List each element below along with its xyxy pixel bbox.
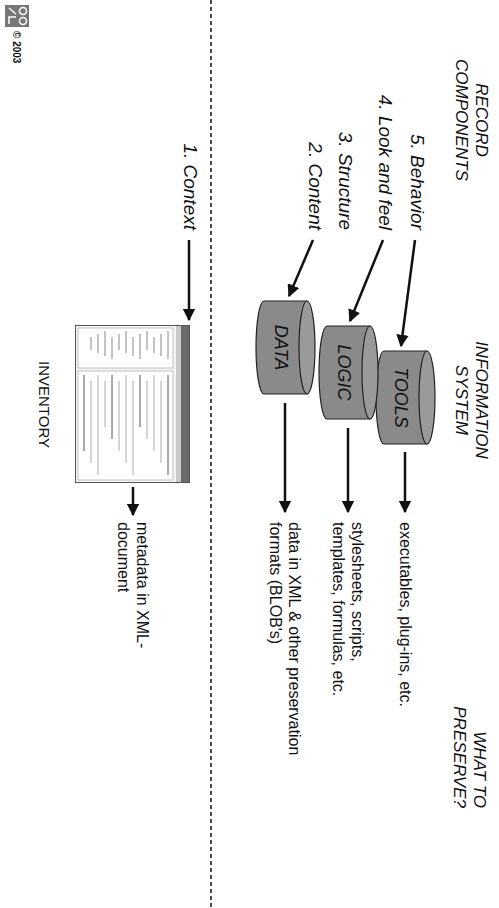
screenshot-line xyxy=(105,381,106,427)
divider-line xyxy=(210,0,212,908)
screenshot-line xyxy=(147,331,148,350)
cylinder-top xyxy=(362,326,378,419)
storage-cylinder: DATA xyxy=(255,300,315,395)
screenshot-line xyxy=(168,331,169,359)
preserve-note: metadata in XML-document xyxy=(114,522,152,652)
screenshot-line xyxy=(140,334,141,359)
preserve-note: data in XML & other preservation formats… xyxy=(266,522,304,762)
node-label: TOOLS xyxy=(390,350,435,445)
component-label: 4. Look and feel xyxy=(373,30,396,230)
screenshot-line xyxy=(140,375,141,427)
screenshot-panel xyxy=(78,371,173,480)
screenshot-line xyxy=(168,375,169,475)
screenshot-picture xyxy=(75,325,190,483)
screenshot-line xyxy=(154,337,155,353)
preserve-note: stylesheets, scripts, templates, formula… xyxy=(329,522,367,737)
screenshot-line xyxy=(126,331,127,353)
screenshot-line xyxy=(133,337,134,356)
component-label: 5. Behavior xyxy=(405,30,428,230)
component-label: 1. Context xyxy=(178,30,201,230)
logo-mark xyxy=(20,18,27,25)
column-heading: RECORD COMPONENTS xyxy=(450,50,491,190)
cylinder-top xyxy=(419,351,435,444)
cylinder-top xyxy=(299,301,315,394)
copyright-note: © 2003 xyxy=(10,31,22,101)
screenshot-line xyxy=(126,375,127,463)
column-heading: WHAT TO PRESERVE? xyxy=(448,672,489,808)
inventory-screenshot: INVENTORY xyxy=(75,325,190,483)
component-label: 3. Structure xyxy=(333,30,356,230)
preserve-note: executables, plug-ins, etc. xyxy=(396,522,415,852)
arrow xyxy=(347,428,350,512)
arrow xyxy=(289,240,313,296)
screenshot-line xyxy=(84,375,85,451)
arrow xyxy=(404,452,407,512)
arrow xyxy=(401,240,415,346)
screenshot-line xyxy=(91,337,92,350)
screenshot-line xyxy=(133,381,134,475)
node-caption: INVENTORY xyxy=(36,361,53,448)
arrow xyxy=(284,403,287,512)
column-heading: INFORMATION SYSTEM xyxy=(450,322,491,478)
arrow xyxy=(188,240,191,320)
screenshot-panel xyxy=(78,328,173,368)
screenshot-line xyxy=(98,334,99,353)
node-label: LOGIC xyxy=(333,325,378,420)
screenshot-line xyxy=(112,337,113,359)
storage-cylinder: LOGIC xyxy=(318,325,378,420)
logo-mark xyxy=(9,8,16,24)
screenshot-line xyxy=(161,334,162,356)
storage-cylinder: TOOLS xyxy=(375,350,435,445)
arrow xyxy=(350,240,383,321)
screenshot-line xyxy=(161,381,162,463)
screenshot-line xyxy=(91,381,92,463)
screenshot-line xyxy=(154,375,155,451)
component-label: 2. Content xyxy=(303,30,326,230)
screenshot-line xyxy=(105,331,106,356)
logo-mark xyxy=(20,8,27,15)
screenshot-line xyxy=(98,375,99,475)
screenshot-toolbar xyxy=(176,326,181,482)
screenshot-line xyxy=(112,375,113,439)
screenshot-frame xyxy=(76,326,190,483)
screenshot-line xyxy=(147,381,148,439)
screenshot-titlebar xyxy=(181,326,189,482)
node-label: DATA xyxy=(270,300,315,395)
logo-block xyxy=(5,5,29,27)
arrow xyxy=(132,487,135,515)
screenshot-line xyxy=(119,381,120,451)
screenshot-line xyxy=(119,334,120,350)
logo xyxy=(5,5,29,27)
